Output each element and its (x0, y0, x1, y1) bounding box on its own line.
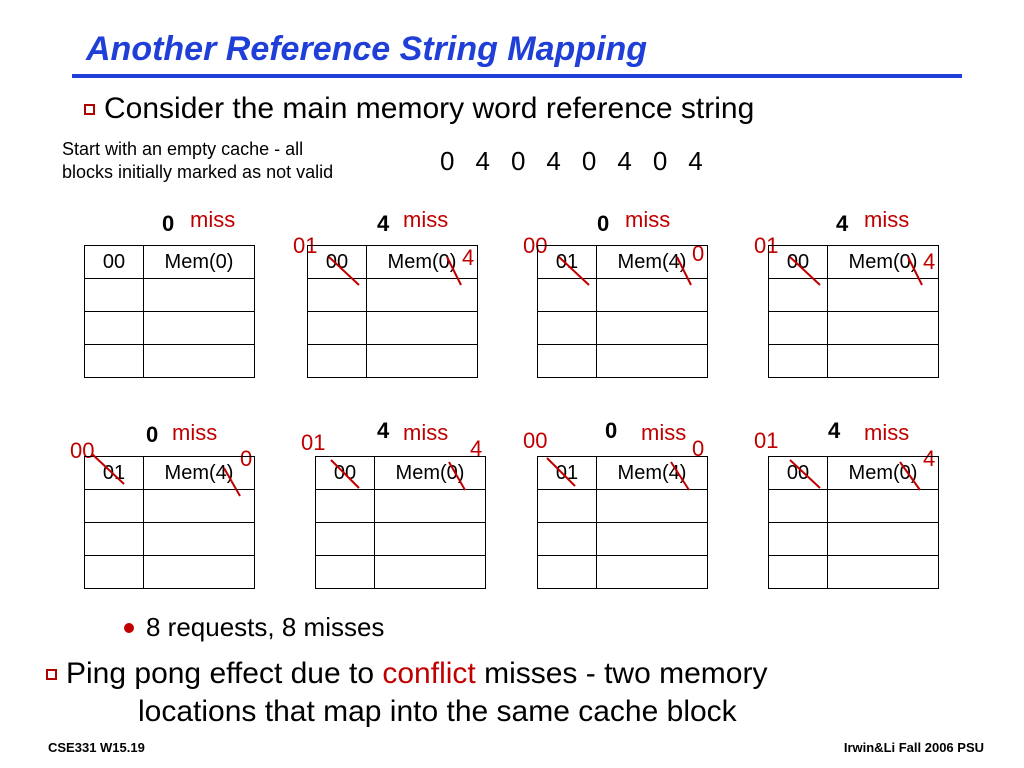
square-bullet-icon (84, 104, 95, 115)
bullet-ping-pong: Ping pong effect due to conflict misses … (46, 655, 986, 731)
old-tag-label: 01 (754, 428, 779, 453)
ref-item: 4 (617, 146, 632, 176)
tag-cell: 00 (307, 245, 367, 279)
panel-status: miss (403, 207, 449, 232)
bullet-text: Consider the main memory word reference … (104, 92, 755, 125)
panel-status: miss (172, 420, 218, 445)
tag-cell: 00 (768, 456, 828, 490)
panel-status: miss (641, 420, 687, 445)
ref-item: 0 (652, 146, 668, 176)
panel-reference: 4 (836, 211, 849, 236)
bullet-text: 8 requests, 8 misses (146, 612, 385, 642)
footer-right: Irwin&Li Fall 2006 PSU (843, 740, 984, 755)
tag-cell: 00 (768, 245, 828, 279)
footer-left: CSE331 W15.19 (48, 740, 145, 755)
ref-item: 0 (510, 146, 526, 176)
ref-item: 4 (475, 146, 490, 176)
bullet-text-part1: Ping pong effect due to (66, 657, 383, 690)
panel-reference: 4 (377, 418, 390, 443)
note-line-2: blocks initially marked as not valid (62, 162, 334, 182)
tag-cell: 01 (84, 456, 144, 490)
old-tag-label: 01 (301, 430, 326, 455)
panel-status: miss (625, 207, 671, 232)
data-cell: Mem(0) (827, 456, 939, 490)
old-data-label: 0 (692, 436, 705, 461)
data-cell: Mem(4) (596, 456, 708, 490)
panel-reference: 0 (146, 422, 159, 447)
panel-status: miss (190, 207, 236, 232)
dot-bullet-icon (124, 623, 134, 633)
panel-status: miss (864, 420, 910, 445)
bullet-requests-misses: 8 requests, 8 misses (124, 612, 384, 643)
conflict-highlight: conflict (382, 657, 476, 690)
panel-reference: 4 (377, 211, 390, 236)
data-cell: Mem(0) (143, 245, 255, 279)
data-cell: Mem(0) (374, 456, 486, 490)
title-underline (72, 74, 962, 78)
panel-reference: 0 (605, 418, 618, 443)
ref-item: 4 (546, 146, 561, 176)
panel-reference: 0 (162, 211, 175, 236)
slide-title: Another Reference String Mapping (86, 30, 648, 68)
data-cell: Mem(4) (596, 245, 708, 279)
ref-item: 0 (581, 146, 597, 176)
panel-reference: 4 (828, 418, 841, 443)
old-data-label: 4 (470, 436, 483, 461)
panel-reference: 0 (597, 211, 610, 236)
data-cell: Mem(4) (143, 456, 255, 490)
data-cell: Mem(0) (366, 245, 478, 279)
bullet-reference-string: Consider the main memory word reference … (84, 92, 754, 126)
panel-status: miss (864, 207, 910, 232)
data-cell: Mem(0) (827, 245, 939, 279)
bullet-text-part2: misses - two memory (475, 657, 768, 690)
square-bullet-icon (46, 669, 57, 680)
tag-cell: 01 (537, 456, 597, 490)
empty-cache-note: Start with an empty cache - all blocks i… (62, 138, 422, 184)
old-tag-label: 00 (523, 428, 548, 453)
ref-item: 0 (440, 146, 455, 176)
ref-item: 4 (688, 146, 703, 176)
tag-cell: 01 (537, 245, 597, 279)
tag-cell: 00 (84, 245, 144, 279)
bullet-text-line2: locations that map into the same cache b… (138, 695, 737, 728)
tag-cell: 00 (315, 456, 375, 490)
note-line-1: Start with an empty cache - all (62, 139, 304, 159)
panel-status: miss (403, 420, 449, 445)
